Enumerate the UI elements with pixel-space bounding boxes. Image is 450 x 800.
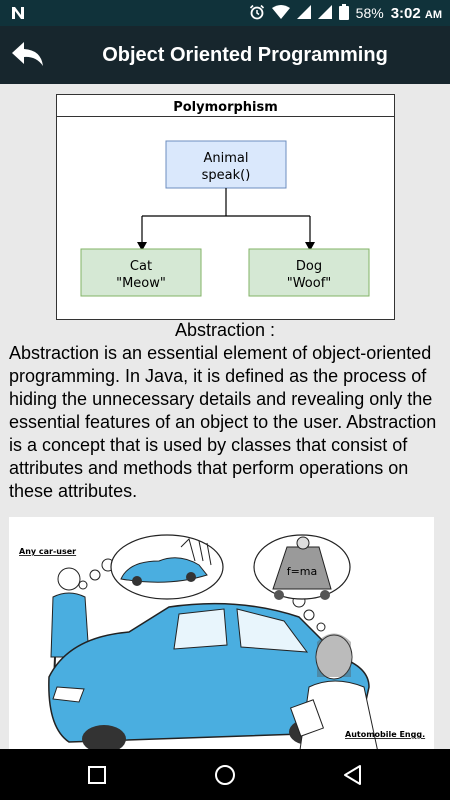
dog-sound: "Woof" [287,276,332,291]
home-icon [215,765,235,785]
abstraction-paragraph: Abstraction is an essential element of o… [9,343,437,501]
polymorphism-diagram: Polymorphism Animal speak() Cat "Meow" D… [56,94,395,320]
page-title: Object Oriented Programming [102,44,388,66]
recent-apps-button[interactable] [84,762,110,788]
dog-label: Dog [296,259,322,274]
clock: 3:02 AM [390,4,442,22]
battery-icon [338,3,349,23]
abstraction-illustration: Any car-user f=ma [9,517,434,749]
cat-label: Cat [130,259,152,274]
alarm-icon [249,4,265,23]
car-user-label: Any car-user [19,547,76,556]
battery-percent: 58% [355,5,384,21]
automobile-engg-label: Automobile Engg. [345,730,425,739]
nav-back-button[interactable] [340,762,366,788]
animal-label: Animal [204,151,249,166]
cat-sound: "Meow" [116,276,166,291]
back-icon [344,765,361,785]
app-bar: Object Oriented Programming [0,26,450,84]
cat-box [80,248,202,297]
home-button[interactable] [212,762,238,788]
status-bar: 58% 3:02 AM [0,0,450,26]
content-area[interactable]: Polymorphism Animal speak() Cat "Meow" D… [0,84,450,749]
system-nav-bar [0,749,450,800]
back-arrow-icon [12,42,43,66]
back-arrow-button[interactable] [10,36,50,74]
animal-method: speak() [202,168,251,183]
n-notification-icon [10,5,26,25]
signal-icon [317,4,332,22]
formula-label: f=ma [287,565,318,578]
diagram-title: Polymorphism [173,100,278,115]
dog-box [248,248,370,297]
section-title: Abstraction : [174,320,276,340]
signal-icon [296,4,311,22]
wifi-icon [271,4,290,22]
recent-apps-icon [88,766,106,784]
